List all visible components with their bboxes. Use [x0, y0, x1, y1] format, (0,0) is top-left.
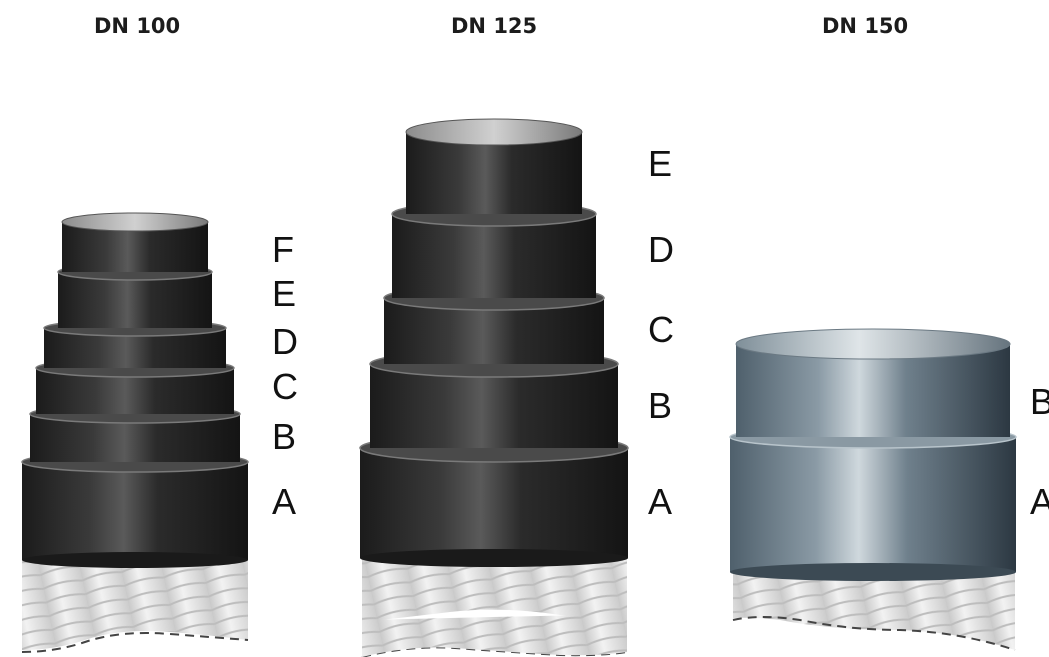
dn125-insulated-pipe	[361, 556, 628, 657]
dn100-insulated-pipe	[21, 558, 249, 653]
title-dn150: DN 150	[822, 14, 909, 38]
dn150-assembly	[729, 328, 1017, 651]
dn125-section-b	[369, 350, 619, 448]
dn100-section-a	[21, 451, 249, 568]
dn100-label-d: D	[272, 321, 298, 362]
dn150-label-b: B	[1030, 384, 1049, 420]
dn100-section-f	[61, 212, 209, 272]
dn100-section-e	[57, 263, 213, 328]
title-dn100: DN 100	[94, 14, 181, 38]
dn125-label-d: D	[648, 229, 674, 270]
dn150-section-a	[729, 425, 1017, 581]
dn150-insulated-pipe	[732, 570, 1016, 651]
dn150-cut-line	[732, 616, 1016, 651]
dn125-section-a	[359, 433, 629, 567]
dn100-assembly	[21, 212, 249, 653]
dn125-assembly	[359, 118, 629, 657]
dn100-label-e: E	[272, 273, 297, 314]
dn100-label-a: A	[272, 481, 297, 522]
dn100-label-b: B	[272, 416, 297, 457]
title-dn125: DN 125	[451, 14, 538, 38]
dn125-label-c: C	[648, 309, 674, 350]
dn150-section-b	[735, 328, 1011, 437]
dn125-section-d	[391, 201, 597, 298]
dn150-label-a: A	[1030, 484, 1049, 520]
dn100-label-f: F	[272, 229, 294, 270]
dn125-label-a: A	[648, 481, 673, 522]
dn100-cut-line	[21, 632, 249, 653]
dn125-label-b: B	[648, 385, 673, 426]
dn125-label-e: E	[648, 143, 673, 184]
dn100-section-d	[43, 319, 227, 368]
dn125-section-e	[405, 118, 583, 214]
dn100-label-c: C	[272, 366, 298, 407]
